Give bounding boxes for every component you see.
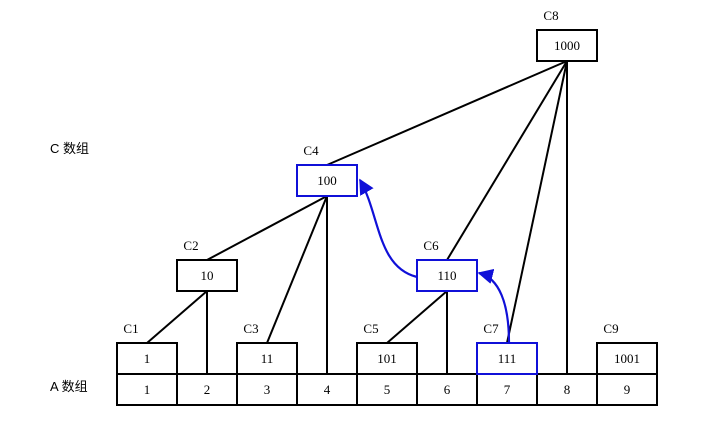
a-cell — [296, 373, 358, 406]
a-cell-value: 1 — [144, 382, 151, 397]
a-cell — [176, 373, 238, 406]
c-node-box — [596, 342, 658, 375]
a-array-label: A 数组 — [50, 379, 88, 394]
a-cell — [356, 373, 418, 406]
c-node-value: 11 — [261, 351, 274, 366]
c-node-box — [176, 259, 238, 292]
c-node-label: C4 — [303, 143, 319, 158]
c-node-value: 10 — [201, 268, 214, 283]
a-cell — [236, 373, 298, 406]
c-node-label: C7 — [483, 321, 499, 336]
c-node-label: C8 — [543, 8, 558, 23]
c-node-value: 1 — [144, 351, 151, 366]
c-node-label: C2 — [183, 238, 198, 253]
a-cell-value: 7 — [504, 382, 511, 397]
c-node-value: 100 — [317, 173, 337, 188]
a-cell-value: 3 — [264, 382, 271, 397]
tree-edge-line — [506, 60, 568, 344]
tree-edge-line — [206, 195, 328, 261]
a-array-row: 1 2 3 4 5 6 7 8 9 — [116, 373, 658, 406]
c-node-label: C3 — [243, 321, 258, 336]
c-array-label: C 数组 — [50, 141, 90, 156]
c-node-value: 111 — [498, 351, 517, 366]
c-node-box — [236, 342, 298, 375]
a-cell-value: 6 — [444, 382, 451, 397]
tree-edge-line — [266, 195, 328, 344]
tree-edge-line — [446, 60, 568, 261]
c-node-value: 1001 — [614, 351, 640, 366]
a-cell-value: 9 — [624, 382, 631, 397]
tree-connections — [146, 60, 568, 374]
a-cell-value: 2 — [204, 382, 211, 397]
c-node-value: 110 — [437, 268, 456, 283]
a-cell-value: 5 — [384, 382, 391, 397]
tree-edge-line — [146, 290, 208, 344]
tree-edge-line — [326, 60, 568, 166]
c-node-box — [476, 342, 538, 375]
a-cell-value: 4 — [324, 382, 331, 397]
c-node-value: 1000 — [554, 38, 580, 53]
c-node-box — [296, 164, 358, 197]
update-path-arrows — [359, 178, 511, 344]
c-node-label: C1 — [123, 321, 138, 336]
update-arrow — [477, 268, 511, 344]
c-node-box — [416, 259, 478, 292]
c-node-label: C6 — [423, 238, 439, 253]
c-node-box — [356, 342, 418, 375]
a-cell-value: 8 — [564, 382, 571, 397]
c-node-box — [536, 29, 598, 62]
c-node-label: C5 — [363, 321, 378, 336]
c-node-value: 101 — [377, 351, 397, 366]
update-arrow — [359, 178, 418, 279]
c-node-box — [116, 342, 178, 375]
c-node-label: C9 — [603, 321, 618, 336]
tree-edge-line — [386, 290, 448, 344]
